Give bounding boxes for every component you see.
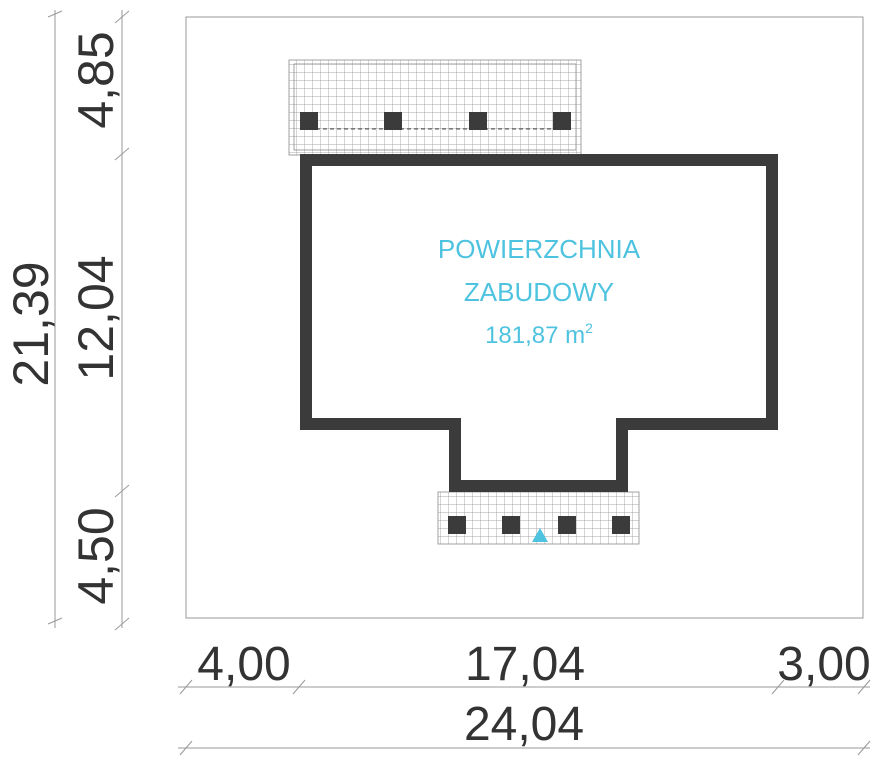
dim-vertical-middle: 12,04	[68, 255, 124, 380]
top-terrace	[288, 59, 582, 156]
terrace-column	[300, 112, 318, 130]
dim-horizontal-left: 4,00	[197, 638, 290, 691]
dim-horizontal-right: 3,00	[777, 638, 870, 691]
vertical-dimensions	[47, 10, 130, 631]
area-label-line2: ZABUDOWY	[464, 277, 614, 307]
dim-horizontal-total: 24,04	[464, 698, 584, 751]
entrance-porch	[437, 491, 640, 545]
area-unit-superscript: 2	[585, 320, 593, 336]
terrace-column	[384, 112, 402, 130]
porch-column	[502, 516, 520, 534]
dim-vertical-bottom: 4,50	[68, 507, 124, 604]
dim-horizontal-middle: 17,04	[465, 638, 585, 691]
porch-column	[558, 516, 576, 534]
porch-column	[448, 516, 466, 534]
dim-vertical-top: 4,85	[68, 31, 124, 128]
area-value: 181,87 m2	[485, 320, 593, 349]
building-footprint	[300, 154, 778, 492]
terrace-column	[469, 112, 487, 130]
terrace-column	[553, 112, 571, 130]
porch-column	[612, 516, 630, 534]
plot-boundary	[185, 16, 864, 619]
horizontal-dimensions	[178, 679, 871, 756]
area-label-line1: POWIERZCHNIA	[438, 234, 641, 264]
dim-vertical-total: 21,39	[3, 261, 59, 386]
area-value-number: 181,87 m	[485, 322, 585, 349]
entrance-triangle-icon	[532, 528, 548, 542]
